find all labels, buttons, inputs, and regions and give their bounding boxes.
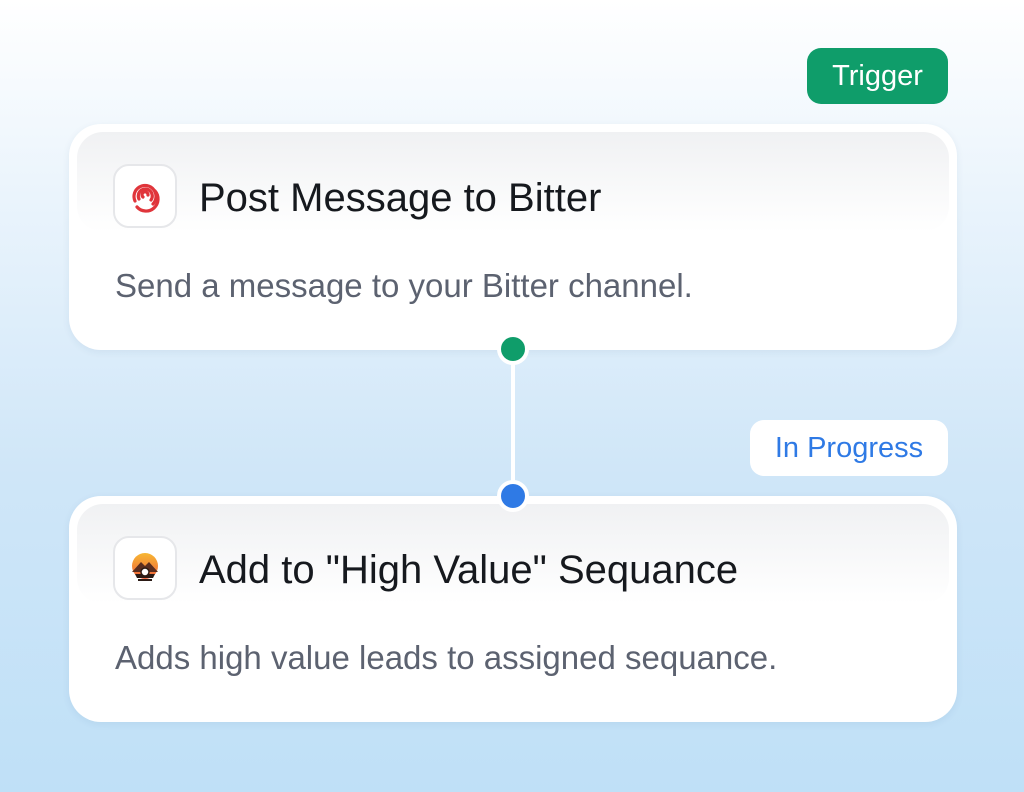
step-card-add-to-sequence[interactable]: Add to "High Value" Sequance Adds high v… bbox=[69, 496, 957, 722]
connector-node-active bbox=[497, 480, 529, 512]
in-progress-badge: In Progress bbox=[750, 420, 948, 476]
trigger-badge: Trigger bbox=[807, 48, 948, 104]
card-header: Add to "High Value" Sequance bbox=[77, 504, 949, 604]
sunset-mountain-logo-icon bbox=[113, 536, 177, 600]
step-card-post-message[interactable]: Post Message to Bitter Send a message to… bbox=[69, 124, 957, 350]
step-description: Adds high value leads to assigned sequan… bbox=[115, 639, 778, 676]
card-header: Post Message to Bitter bbox=[77, 132, 949, 232]
connector-node-complete bbox=[497, 333, 529, 365]
bitter-logo-icon bbox=[113, 164, 177, 228]
step-title: Post Message to Bitter bbox=[199, 176, 602, 220]
step-description: Send a message to your Bitter channel. bbox=[115, 267, 693, 304]
step-connector-line bbox=[511, 348, 515, 496]
step-title: Add to "High Value" Sequance bbox=[199, 548, 739, 592]
